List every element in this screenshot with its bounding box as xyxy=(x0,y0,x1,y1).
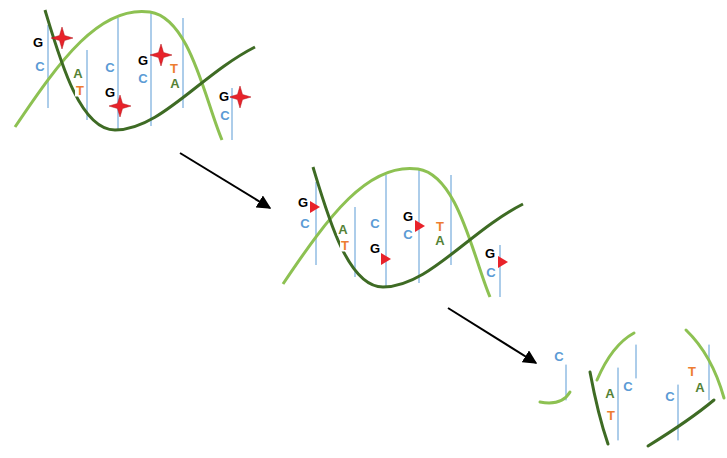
base-pair-rung xyxy=(118,18,119,130)
dna-helix xyxy=(15,10,255,140)
base-letter: A xyxy=(169,77,180,90)
process-arrow xyxy=(448,308,536,363)
base-letter: G xyxy=(104,86,116,99)
dna-helix xyxy=(283,167,523,297)
base-pair-rung xyxy=(355,207,356,277)
base-letter: G xyxy=(297,196,309,209)
damage-mark xyxy=(498,256,508,268)
base-letter: C xyxy=(219,109,230,122)
base-pair-rung xyxy=(709,345,710,400)
base-letter: G xyxy=(137,54,149,67)
base-letter: C xyxy=(664,390,675,403)
base-pair-rung xyxy=(183,18,184,108)
damage-star xyxy=(229,86,251,108)
dna-fragments xyxy=(540,330,724,446)
base-letter: T xyxy=(340,239,350,252)
base-letter: A xyxy=(434,234,445,247)
damage-mark xyxy=(381,253,391,265)
base-letter: C xyxy=(622,380,633,393)
base-letter: C xyxy=(553,350,564,363)
dna-strand xyxy=(15,11,222,140)
base-pair-rung xyxy=(451,175,452,265)
damage-mark xyxy=(415,220,425,232)
base-pair-rung xyxy=(87,50,88,120)
base-letter: T xyxy=(606,409,616,422)
base-letter: A xyxy=(72,67,83,80)
base-letter: C xyxy=(34,60,45,73)
dna-fragment xyxy=(648,400,714,446)
base-pair-rung xyxy=(316,182,317,265)
dna-fragment xyxy=(597,333,634,380)
dna-strand xyxy=(45,10,255,130)
base-pair-rung xyxy=(500,245,501,297)
dna-fragment xyxy=(540,392,570,403)
damage-marks xyxy=(51,27,508,268)
base-letter: T xyxy=(435,220,445,233)
base-letter: G xyxy=(32,36,44,49)
base-letter: T xyxy=(169,62,179,75)
process-arrow xyxy=(180,153,270,208)
base-letter: C xyxy=(369,217,380,230)
base-letter: C xyxy=(137,72,148,85)
dna-fragment xyxy=(686,330,724,398)
base-letter: G xyxy=(369,242,381,255)
base-letter: C xyxy=(485,266,496,279)
base-pair-rung xyxy=(386,175,387,287)
base-pair-rung xyxy=(48,25,49,108)
base-letter: G xyxy=(484,247,496,260)
base-pair-rung xyxy=(678,385,679,440)
base-letter: T xyxy=(75,84,85,97)
damage-mark xyxy=(310,201,320,213)
base-letter: C xyxy=(104,61,115,74)
base-letter: A xyxy=(337,223,348,236)
base-pair-rung xyxy=(151,12,152,126)
base-letter: T xyxy=(687,365,697,378)
base-letter: G xyxy=(218,90,230,103)
dna-strand xyxy=(283,168,490,297)
dna-strand xyxy=(313,167,523,287)
base-letter: G xyxy=(402,210,414,223)
base-pair-rung xyxy=(636,345,637,378)
base-letter: C xyxy=(299,217,310,230)
base-letter: A xyxy=(694,381,705,394)
base-letter: A xyxy=(604,387,615,400)
base-pair-rung xyxy=(618,368,619,440)
base-letter: C xyxy=(402,228,413,241)
damage-star xyxy=(51,27,73,49)
